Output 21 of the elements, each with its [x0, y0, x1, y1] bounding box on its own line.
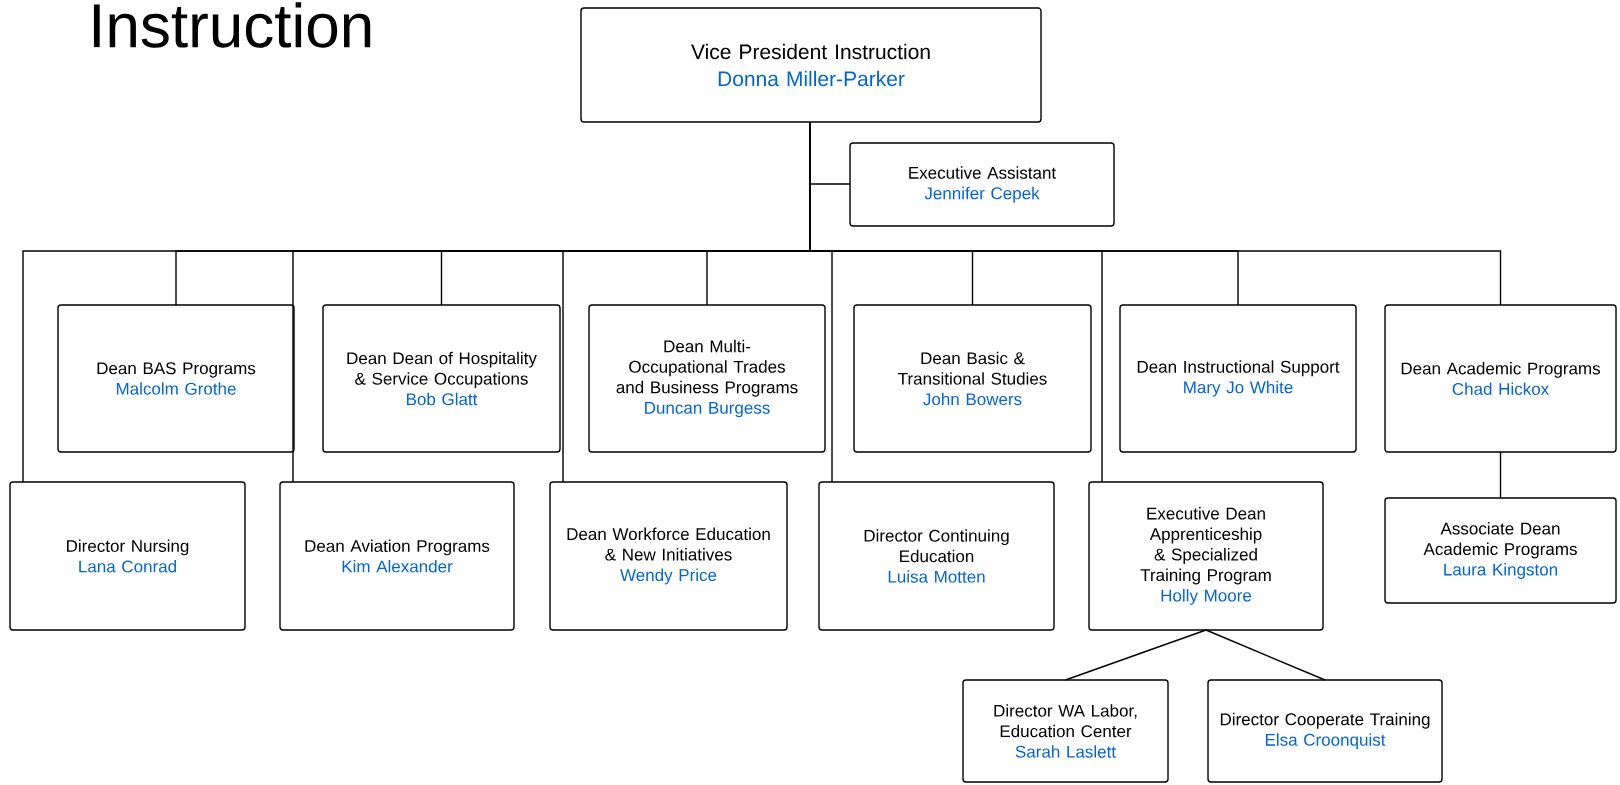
- connector-line: [1064, 629, 1207, 681]
- position-box: Executive Dean Apprenticeship & Specialized Training Program Holly Moore: [1088, 481, 1324, 631]
- position-box: Dean Academic Programs Chad Hickox: [1384, 304, 1617, 453]
- position-box: Director Nursing Lana Conrad: [9, 481, 246, 631]
- position-box: Dean Workforce Education & New Initiatives Wendy Price: [549, 481, 788, 631]
- connector-line: [809, 121, 1103, 483]
- connector-line: [1205, 629, 1326, 681]
- position-box: Dean Dean of Hospitality & Service Occupations Bob Glatt: [322, 304, 561, 453]
- position-box: Dean Multi-Occupational Trades and Business Programs Duncan Burgess: [588, 304, 826, 453]
- page-title: Instruction: [93, 2, 371, 48]
- position-box: Dean BAS Programs Malcolm Grothe: [57, 304, 295, 453]
- position-box: Director Continuing Education Luisa Motten: [818, 481, 1055, 631]
- position-box: Director WA Labor, Education Center Sarah Laslett: [962, 679, 1169, 783]
- position-box: Associate Dean Academic Programs Laura Kingston: [1384, 497, 1617, 604]
- position-box: Executive Assistant Jennifer Cepek: [849, 142, 1115, 227]
- position-box: Vice President Instruction Donna Miller-Parker: [580, 7, 1042, 123]
- position-box: Director Cooperate Training Elsa Croonquist: [1207, 679, 1443, 783]
- position-box: Dean Instructional Support Mary Jo White: [1119, 304, 1357, 453]
- connector-line: [1499, 451, 1502, 499]
- position-box: Dean Aviation Programs Kim Alexander: [279, 481, 515, 631]
- position-box: Dean Basic & Transitional Studies John Bowers: [853, 304, 1092, 453]
